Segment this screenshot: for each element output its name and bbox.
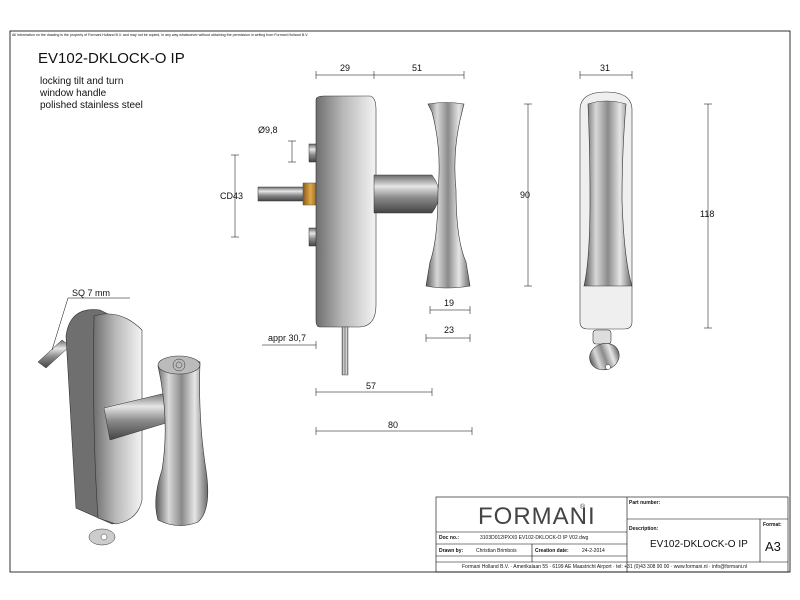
title-block-frame — [435, 496, 789, 573]
spindle — [257, 186, 305, 202]
drawn-by-value: Christian Brimbois — [476, 548, 517, 554]
dimension-label: 23 — [444, 325, 455, 335]
front-view — [579, 91, 633, 371]
sheet-border — [9, 30, 791, 573]
drawn-by-label: Drawn by: — [439, 548, 464, 554]
copyright-notice: All information on the drawing is the pr… — [12, 33, 309, 37]
doc-label: Doc no.: — [439, 535, 459, 541]
description-value: EV102-DKLOCK-O IP — [650, 539, 748, 550]
description-line: locking tilt and turn — [40, 76, 124, 87]
brand-logo: FORMANI — [478, 503, 596, 530]
dimension-label: 80 — [388, 420, 399, 430]
description-line: polished stainless steel — [40, 100, 143, 111]
format-label: Format: — [763, 522, 782, 528]
key-stem — [341, 326, 349, 376]
dimension-label: 51 — [412, 63, 423, 73]
perspective-grip — [155, 357, 209, 526]
dimension-label: CD43 — [220, 191, 244, 201]
dimension-label: Ø9,8 — [258, 125, 278, 135]
dimension-label: 29 — [340, 63, 351, 73]
dimension-label: 57 — [366, 381, 377, 391]
dimension-label: 19 — [444, 298, 455, 308]
brand-mark: ® — [580, 504, 586, 511]
description-label: Description: — [629, 526, 659, 532]
format-value: A3 — [765, 539, 781, 554]
perspective-view — [37, 297, 209, 546]
rose-plate — [315, 95, 377, 328]
dimension-label: appr 30,7 — [268, 333, 307, 343]
handle-grip — [425, 102, 471, 289]
dimension-lines — [231, 71, 712, 435]
company-address: Formani Holland B.V. · Amerikalaan 55 · … — [462, 564, 748, 570]
description-line: window handle — [40, 88, 107, 99]
side-view — [257, 95, 471, 376]
key — [589, 329, 620, 371]
dimension-label: SQ 7 mm — [72, 288, 111, 298]
front-grip — [583, 100, 633, 287]
creation-date-value: 24-2-2014 — [582, 548, 605, 554]
drawing-title: EV102-DKLOCK-O IP — [38, 50, 185, 67]
creation-date-label: Creation date: — [535, 548, 569, 554]
part-number-label: Part number: — [629, 500, 661, 506]
handle-neck — [373, 174, 440, 214]
dimension-label: 31 — [600, 63, 611, 73]
doc-value: 3103D012IPXX0 EV102-DKLOCK-O IP V02.dwg — [480, 535, 589, 541]
dimension-label: 118 — [700, 209, 715, 219]
dimension-label: 90 — [520, 190, 531, 200]
